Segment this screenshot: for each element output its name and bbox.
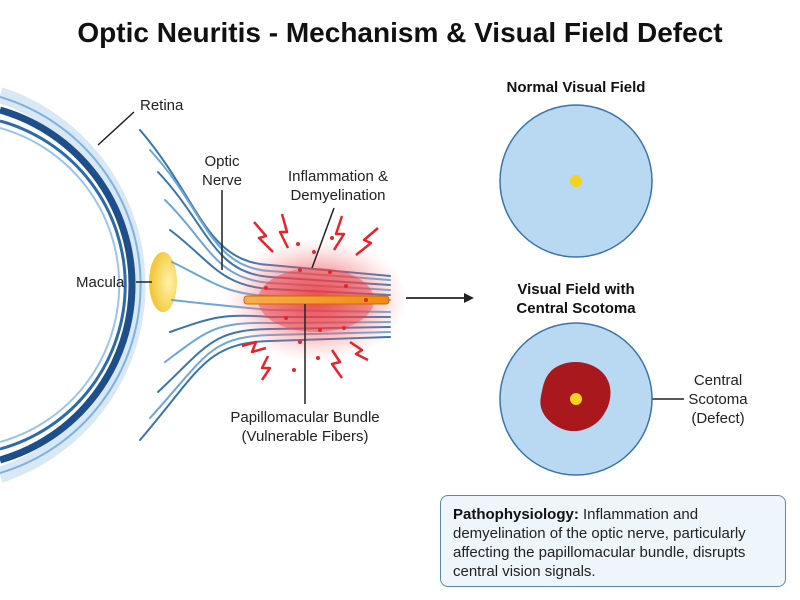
- optic-nerve-label-line1: Optic: [204, 153, 240, 170]
- lightning-bolt-icon: [278, 213, 290, 249]
- normal-fixation-point: [570, 175, 582, 187]
- page-title: Optic Neuritis - Mechanism & Visual Fiel…: [77, 17, 722, 48]
- retina-label: Retina: [140, 97, 184, 114]
- eye-wall-inner: [0, 119, 127, 451]
- scotoma-label-line1: Central: [694, 372, 742, 389]
- eye-globe: [0, 87, 146, 483]
- eye-wall-dark: [0, 106, 136, 464]
- scotoma-fixation-point: [570, 393, 582, 405]
- retina-layer: [0, 127, 121, 443]
- retina-leader: [97, 111, 135, 146]
- lightning-bolt-icon: [330, 349, 344, 379]
- inflammation-label-line2: Demyelination: [290, 187, 385, 204]
- scotoma-label-line3: (Defect): [691, 410, 744, 427]
- lightning-bolt-icon: [349, 340, 369, 362]
- papillomacular-bundle: [243, 295, 390, 305]
- bundle-label-line1: Papillomacular Bundle: [230, 409, 379, 426]
- normal-field-title: Normal Visual Field: [507, 79, 646, 96]
- scotoma-field-title-line1: Visual Field with: [517, 281, 634, 298]
- arrow-right-icon: [406, 293, 474, 303]
- lightning-bolt-icon: [355, 227, 379, 256]
- pathophysiology-box: Pathophysiology: Inflammation and demyel…: [440, 495, 786, 587]
- bundle-label-line2: (Vulnerable Fibers): [242, 428, 369, 445]
- pathophysiology-text: Inflammation and demyelination of the op…: [453, 506, 746, 580]
- pathophysiology-heading: Pathophysiology:: [453, 506, 579, 523]
- macula-label: Macula: [76, 274, 125, 291]
- lightning-bolt-icon: [253, 221, 274, 253]
- lightning-bolt-icon: [260, 355, 272, 381]
- eye-sclera-line: [0, 96, 142, 474]
- inflammation-label-line1: Inflammation &: [288, 168, 388, 185]
- lightning-bolt-icon: [332, 215, 346, 251]
- optic-nerve-label-line2: Nerve: [202, 172, 242, 189]
- inflammation-dots: [264, 236, 368, 372]
- lightning-bolt-icon: [241, 340, 267, 354]
- inflammation-leader: [311, 207, 335, 269]
- lightning-icons: [241, 213, 379, 381]
- macula-spot: [149, 252, 177, 312]
- scotoma-label-line2: Scotoma: [688, 391, 748, 408]
- scotoma-field-title-line2: Central Scotoma: [516, 300, 636, 317]
